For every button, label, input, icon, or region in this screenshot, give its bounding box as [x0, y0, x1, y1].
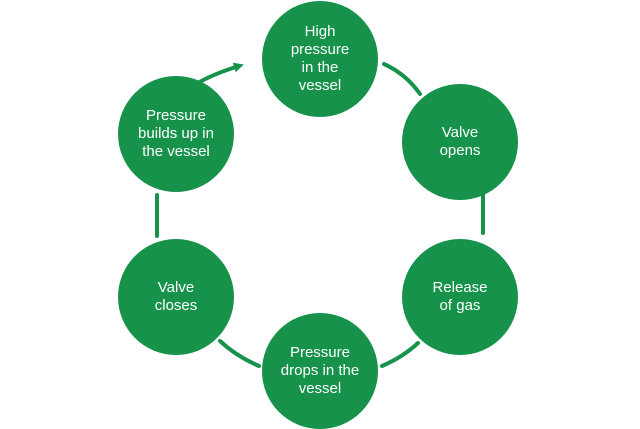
step-label: Valve opens	[439, 124, 481, 159]
step-pressure-drops: Pressure drops in the vessel	[262, 313, 378, 429]
step-label: Valve closes	[154, 279, 198, 314]
step-valve-opens: Valve opens	[402, 84, 518, 200]
connector-1-2	[382, 62, 422, 96]
step-release-of-gas: Release of gas	[402, 239, 518, 355]
step-label: Pressure builds up in the vessel	[138, 107, 214, 160]
connector-3-4	[380, 341, 420, 368]
step-pressure-builds: Pressure builds up in the vessel	[118, 76, 234, 192]
step-label: Pressure drops in the vessel	[280, 344, 360, 397]
step-valve-closes: Valve closes	[118, 239, 234, 355]
connector-4-5	[218, 339, 261, 368]
step-label: High pressure in the vessel	[290, 23, 350, 94]
connector-6-1-arrow	[194, 62, 244, 86]
step-high-pressure: High pressure in the vessel	[262, 1, 378, 117]
step-label: Release of gas	[432, 279, 488, 314]
